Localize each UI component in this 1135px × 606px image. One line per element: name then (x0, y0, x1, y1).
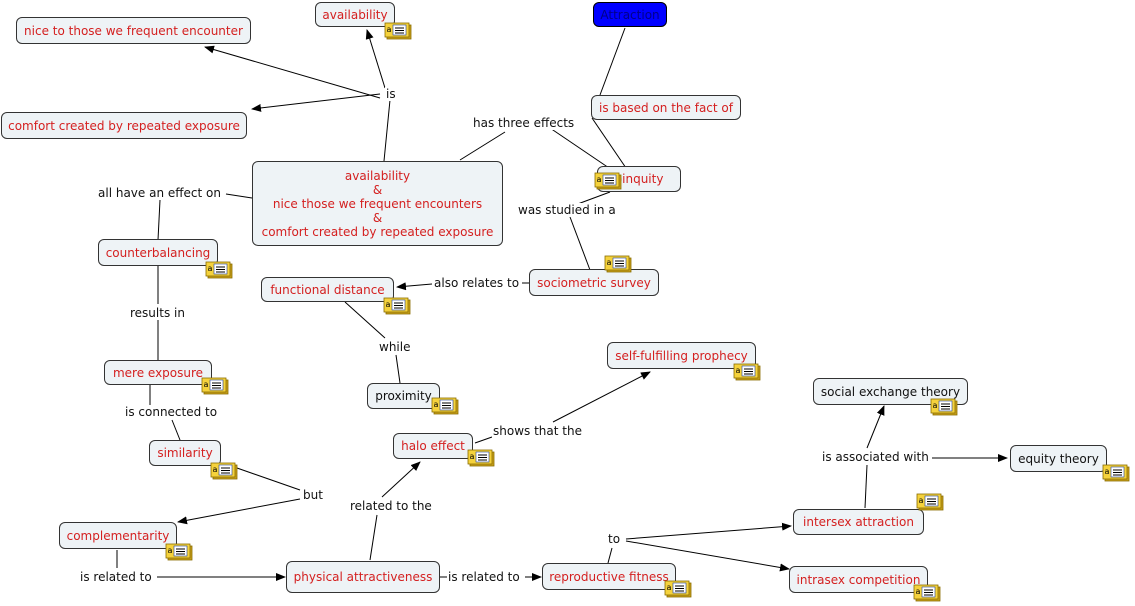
note-annotation-icon[interactable]: a (384, 22, 412, 40)
concept-proximity[interactable]: proximity (367, 383, 440, 409)
note-annotation-icon[interactable]: a (383, 297, 411, 315)
connector-line (599, 27, 626, 96)
connector-line (344, 301, 386, 339)
link-shows-that-the[interactable]: shows that the (492, 424, 583, 438)
connector-line (866, 405, 885, 449)
link-was-studied-in-a[interactable]: was studied in a (517, 203, 617, 217)
connector-line (225, 193, 253, 199)
connector-line (864, 464, 868, 509)
connector-line (591, 117, 627, 169)
concept-complementarity[interactable]: complementarity (59, 522, 177, 549)
connector-line (381, 461, 421, 498)
svg-text:a: a (168, 546, 173, 555)
concept-similarity[interactable]: similarity (149, 440, 221, 466)
connector-line (177, 498, 301, 525)
connector-line (157, 199, 161, 241)
concept-halo-effect[interactable]: halo effect (393, 433, 473, 459)
note-annotation-icon[interactable]: a (201, 377, 229, 395)
connector-line (396, 282, 433, 291)
connector-line (474, 436, 493, 444)
note-annotation-icon[interactable]: a (594, 172, 622, 190)
connector-line (365, 29, 386, 89)
link-is-associated-with[interactable]: is associated with (821, 450, 930, 464)
connector-line (607, 547, 613, 564)
concept-counterbalancing[interactable]: counterbalancing (98, 239, 218, 266)
concept-reproductive-fitness[interactable]: reproductive fitness (542, 563, 676, 590)
link-is-related-to[interactable]: is related to (447, 570, 521, 584)
concept-attraction[interactable]: Attraction (593, 2, 667, 27)
concept-comfort-created-by-repeated-exposure[interactable]: comfort created by repeated exposure (1, 112, 247, 139)
svg-text:a: a (933, 401, 938, 410)
note-annotation-icon[interactable]: a (467, 449, 495, 467)
svg-text:a: a (667, 583, 672, 592)
note-annotation-icon[interactable]: a (210, 462, 238, 480)
note-annotation-icon[interactable]: a (664, 580, 692, 598)
note-annotation-icon[interactable]: a (733, 363, 761, 381)
concept-mere-exposure[interactable]: mere exposure (104, 360, 212, 385)
link-related-to-the[interactable]: related to the (349, 499, 433, 513)
svg-text:a: a (386, 300, 391, 309)
connector-line (251, 93, 381, 112)
concept-is-based-on-the-fact-of[interactable]: is based on the fact of (591, 95, 741, 120)
connector-line (625, 522, 792, 540)
svg-text:a: a (204, 380, 209, 389)
concept-equity-theory[interactable]: equity theory (1010, 445, 1107, 472)
note-annotation-icon[interactable]: a (431, 397, 459, 415)
concept-nice-to-those-we-frequent-encounter[interactable]: nice to those we frequent encounter (16, 17, 251, 44)
svg-text:a: a (597, 175, 602, 184)
connector-line (459, 131, 506, 161)
concept-self-fulfilling-prophecy[interactable]: self-fulfilling prophecy (607, 342, 756, 369)
connector-line (395, 354, 401, 384)
connector-line (574, 191, 611, 206)
link-has-three-effects[interactable]: has three effects (472, 116, 576, 130)
note-annotation-icon[interactable]: a (1102, 464, 1130, 482)
svg-text:a: a (736, 366, 741, 375)
link-but[interactable]: but (302, 488, 324, 502)
link-all-have-an-effect-on[interactable]: all have an effect on (97, 186, 222, 200)
svg-text:a: a (213, 465, 218, 474)
connector-line (236, 467, 301, 491)
connector-line (383, 99, 391, 162)
connector-line (369, 514, 378, 561)
svg-text:a: a (916, 587, 921, 596)
note-annotation-icon[interactable]: a (930, 398, 958, 416)
link-is[interactable]: is (385, 87, 397, 101)
note-annotation-icon[interactable]: a (165, 543, 193, 561)
link-is-related-to[interactable]: is related to (79, 570, 153, 584)
svg-text:a: a (208, 264, 213, 273)
connector-line (552, 371, 651, 423)
concept-intrasex-competition[interactable]: intrasex competition (789, 566, 928, 593)
concept-central-summary[interactable]: availability & nice those we frequent en… (252, 161, 503, 246)
concept-intersex-attraction[interactable]: intersex attraction (793, 509, 924, 535)
link-is-connected-to[interactable]: is connected to (124, 405, 219, 419)
note-annotation-icon[interactable]: a (205, 261, 233, 279)
concept-social-exchange-theory[interactable]: social exchange theory (813, 378, 968, 405)
svg-text:a: a (919, 496, 924, 505)
connector-line (171, 419, 181, 441)
concept-functional-distance[interactable]: functional distance (261, 277, 394, 302)
note-annotation-icon[interactable]: a (916, 493, 944, 511)
note-annotation-icon[interactable]: a (913, 584, 941, 602)
svg-text:a: a (607, 258, 612, 267)
note-annotation-icon[interactable]: a (604, 255, 632, 273)
link-to[interactable]: to (607, 532, 622, 546)
svg-text:a: a (470, 452, 475, 461)
connector-line (549, 127, 613, 171)
concept-sociometric-survey[interactable]: sociometric survey (529, 269, 659, 296)
concept-availability[interactable]: availability (315, 2, 395, 27)
concept-physical-attractiveness[interactable]: physical attractiveness (286, 561, 440, 593)
svg-text:a: a (387, 25, 392, 34)
svg-text:a: a (434, 400, 439, 409)
connector-line (569, 216, 591, 271)
link-while[interactable]: while (378, 340, 412, 354)
link-also-relates-to[interactable]: also relates to (433, 276, 521, 290)
connector-line (625, 540, 790, 572)
svg-text:a: a (1105, 467, 1110, 476)
connector-line (204, 45, 381, 99)
link-results-in[interactable]: results in (129, 306, 186, 320)
